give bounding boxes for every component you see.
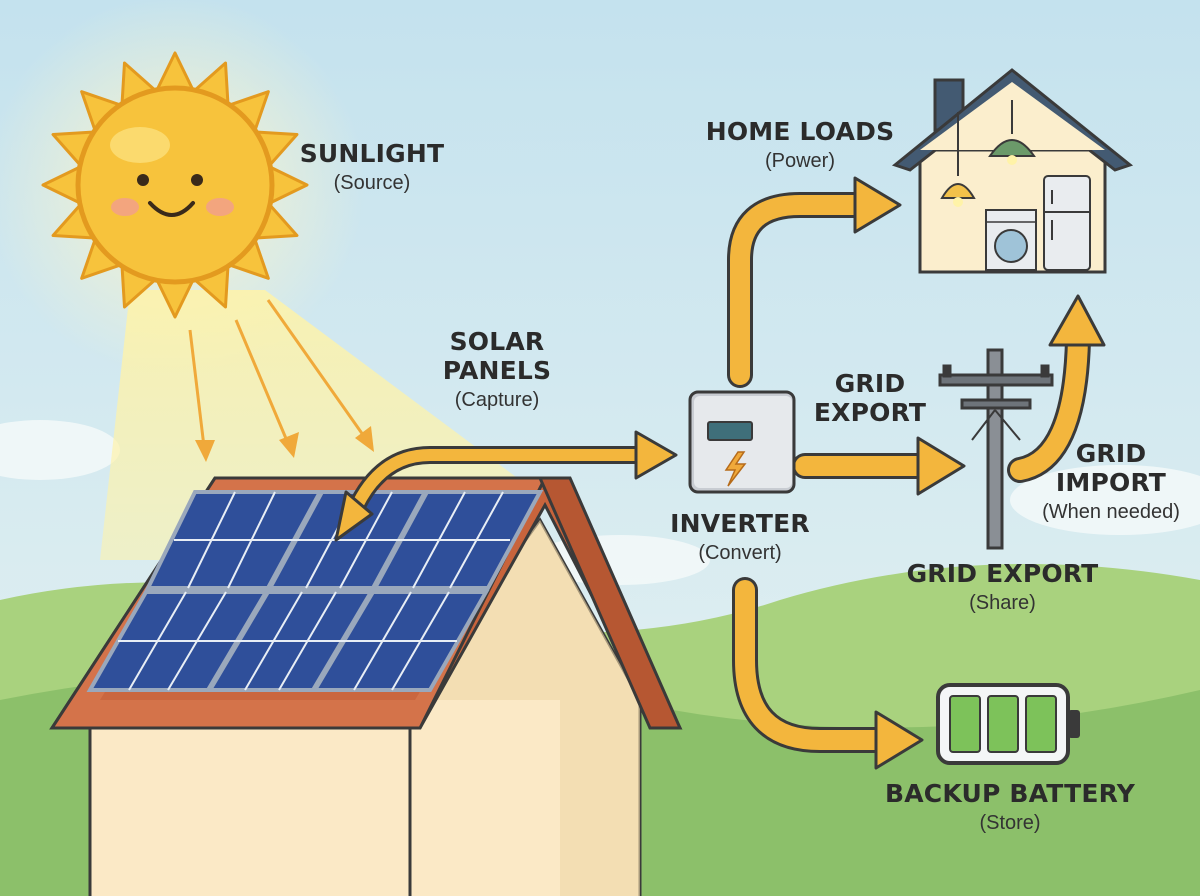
fridge-icon	[1043, 175, 1091, 271]
sunlight-ray-heads	[195, 426, 374, 462]
grid-export-title: GRID EXPORT	[906, 559, 1099, 588]
grid-export-arrow-label: GRID EXPORT	[800, 369, 940, 428]
sunlight-subtitle: (Source)	[333, 171, 411, 194]
grid-export-subtitle: (Share)	[969, 591, 1036, 614]
backup-battery-label: BACKUP BATTERY (Store)	[880, 779, 1140, 835]
sunlight-rays	[188, 299, 370, 456]
solar-panels-title-line2: PANELS	[442, 355, 552, 385]
grid-import-label: GRID IMPORT (When needed)	[1030, 439, 1192, 524]
home-loads-subtitle: (Power)	[764, 149, 835, 172]
battery-icon	[936, 683, 1080, 765]
house-icon	[891, 68, 1134, 274]
inverter-title: INVERTER	[670, 509, 810, 538]
utility-pole-icon	[938, 348, 1054, 550]
sun-icon	[41, 51, 309, 319]
solar-panel-icon	[86, 490, 544, 692]
grid-import-subtitle: (When needed)	[1042, 500, 1180, 523]
grid-import-line1: GRID	[1075, 439, 1147, 468]
home-loads-label: HOME LOADS (Power)	[690, 117, 910, 173]
flow-arrows	[346, 192, 1091, 753]
lamp-icon	[988, 100, 1036, 165]
clouds	[0, 420, 1200, 585]
grid-export-label: GRID EXPORT (Share)	[900, 559, 1105, 615]
solar-panels-title-line1: SOLAR	[449, 327, 545, 356]
inverter-icon	[688, 390, 796, 494]
grid-export-arrow-line1: GRID	[834, 369, 906, 398]
grid-import-line2: IMPORT	[1055, 467, 1167, 497]
home-loads-title: HOME LOADS	[705, 117, 895, 146]
grid-export-arrow-line2: EXPORT	[813, 397, 927, 427]
sunlight-title: SUNLIGHT	[299, 139, 445, 168]
inverter-label: INVERTER (Convert)	[660, 509, 820, 565]
inverter-subtitle: (Convert)	[698, 541, 782, 564]
sunlight-label: SUNLIGHT (Source)	[282, 139, 462, 195]
washing-machine-icon	[985, 209, 1037, 271]
solar-panels-subtitle: (Capture)	[454, 388, 540, 411]
lightning-icon	[724, 451, 747, 487]
arrow-heads	[334, 176, 1106, 770]
solar-panels-label: SOLAR PANELS (Capture)	[412, 327, 582, 412]
lamp-icon	[940, 112, 976, 207]
backup-battery-title: BACKUP BATTERY	[884, 779, 1136, 808]
backup-battery-subtitle: (Store)	[979, 811, 1041, 834]
